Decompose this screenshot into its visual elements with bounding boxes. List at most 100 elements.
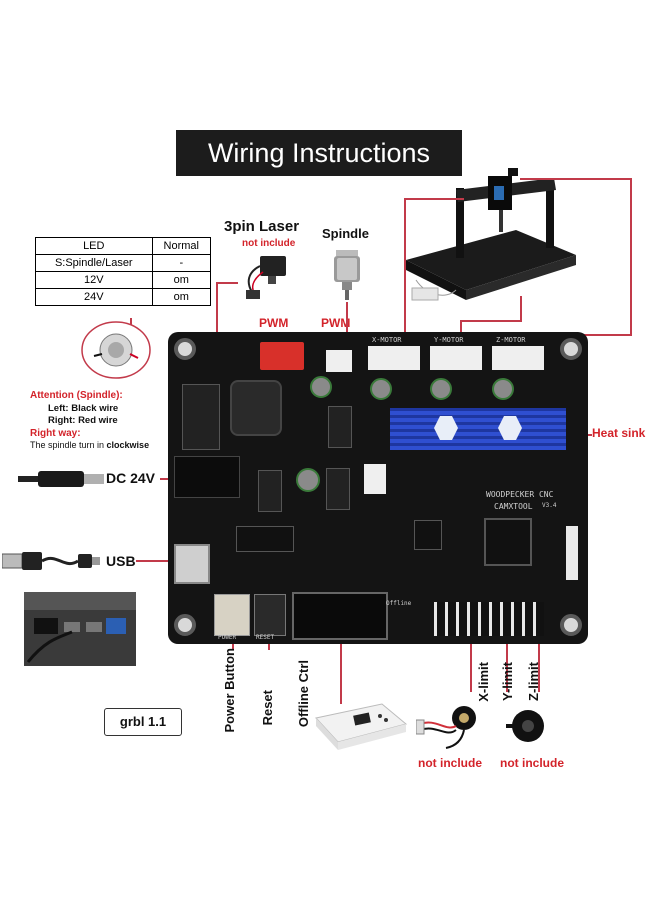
table-row: 12V om [35, 271, 212, 289]
capacitor [492, 378, 514, 400]
attention-right: Right: Red wire [48, 415, 118, 426]
laser-not-include: not include [242, 238, 296, 249]
offline-controller-icon [315, 703, 408, 750]
limit-switch-pins [434, 602, 544, 636]
spindle-label: Spindle [322, 226, 369, 241]
spindle-connector [326, 350, 352, 372]
laser-callout-line [216, 282, 218, 344]
limit-switch-not-include: not include [418, 756, 482, 770]
table-header-row: LED Normal [35, 237, 212, 255]
mount-hole [560, 614, 582, 636]
zlimit-callout-line [538, 640, 540, 692]
reset-label: Reset [260, 690, 275, 726]
mcu-chip [484, 518, 532, 566]
offline-ctrl-label: Offline Ctrl [296, 660, 311, 728]
table-header-cell: Normal [151, 237, 212, 255]
capacitor [370, 378, 392, 400]
limit-switch-icon [416, 706, 476, 749]
heat-sink-pad [434, 416, 458, 440]
offline-callout-line [340, 640, 342, 704]
mosfet-chip [258, 470, 282, 512]
usb-plug-icon [2, 552, 100, 570]
mount-hole [174, 614, 196, 636]
heat-sink-label: Heat sink [592, 426, 646, 440]
model-silk: CAMXTOOL [494, 502, 533, 511]
capacitor [430, 378, 452, 400]
dc-jack [174, 456, 240, 498]
table-header-cell: LED [35, 237, 153, 255]
endstop-sensor-icon [506, 710, 544, 742]
power-button-label: Power Button [222, 648, 237, 733]
ylimit-label: Y-limit [500, 662, 515, 702]
right-way-text: The spindle turn in clockwise [30, 440, 149, 450]
endstop-not-include: not include [500, 756, 564, 770]
zmotor-callout-line [520, 178, 632, 180]
xmotor-callout-line [404, 198, 464, 200]
attention-heading: Attention (Spindle): [30, 390, 123, 401]
laptop-ports-icon [24, 592, 136, 666]
laser-pwm-label: PWM [259, 316, 289, 330]
table-row: S:Spindle/Laser - [35, 254, 212, 272]
reset-button-part [254, 594, 286, 636]
laser-callout-line [216, 282, 238, 284]
zmotor-callout-line [630, 178, 632, 336]
zmotor-silk: Z-MOTOR [496, 336, 526, 344]
inductor [230, 380, 282, 436]
ymotor-connector [430, 346, 482, 370]
mount-hole [174, 338, 196, 360]
xmotor-connector [368, 346, 420, 370]
version-silk: V3.4 [542, 502, 557, 509]
mount-hole [560, 338, 582, 360]
table-cell: S:Spindle/Laser [35, 254, 153, 272]
controller-board: X-MOTOR Y-MOTOR Z-MOTOR WOODPECKER CNC C… [168, 332, 588, 644]
table-cell: 12V [35, 271, 153, 289]
usb-label: USB [106, 553, 136, 569]
dc-label: DC 24V [106, 470, 156, 486]
mosfet-chip [328, 406, 352, 448]
capacitor [296, 468, 320, 492]
dc-plug-icon [18, 471, 104, 487]
spindle-callout-line [346, 302, 348, 344]
laser-label: 3pin Laser [224, 218, 300, 235]
right-way-bold: clockwise [106, 440, 150, 450]
cnc-machine-icon [406, 168, 576, 301]
table-cell: om [151, 288, 212, 306]
ymotor-callout-line [520, 296, 522, 322]
table-cell: om [151, 271, 212, 289]
zlimit-label: Z-limit [526, 662, 541, 701]
spindle-pwm-label: PWM [321, 316, 351, 330]
heat-sink [390, 408, 566, 450]
attention-left: Left: Black wire [48, 403, 119, 414]
xlimit-callout-line [470, 640, 472, 692]
offline-header [292, 592, 388, 640]
usb-chip [236, 526, 294, 552]
white-connector [364, 464, 386, 494]
grbl-version-badge: grbl 1.1 [104, 708, 182, 736]
ylimit-callout-line [506, 640, 508, 692]
xmotor-callout-line [404, 198, 406, 344]
xmotor-silk: X-MOTOR [372, 336, 402, 344]
spindle-motor-icon [334, 250, 360, 300]
led-status-table: LED Normal S:Spindle/Laser - 12V om 24V … [35, 237, 212, 306]
ymotor-callout-line [460, 320, 520, 322]
usb-callout-line [136, 560, 178, 562]
capacitor [310, 376, 332, 398]
right-way-heading: Right way: [30, 428, 81, 439]
table-row: 24V om [35, 288, 212, 306]
heat-sink-pad [498, 416, 522, 440]
mosfet-chip [326, 468, 350, 510]
power-silk: POWER [218, 634, 237, 641]
laser-module-icon [246, 256, 286, 299]
right-way-text-part: The spindle turn in [30, 440, 107, 450]
regulator-chip [182, 384, 220, 450]
reset-silk: RESET [256, 634, 275, 641]
power-button-part [214, 594, 250, 636]
laser-connector [260, 342, 304, 370]
table-cell: 24V [35, 288, 153, 306]
spindle-closeup-icon [81, 321, 151, 379]
offline-silk: Offline [386, 600, 412, 607]
xlimit-label: X-limit [476, 662, 491, 702]
side-header [566, 526, 578, 580]
title-banner: Wiring Instructions [176, 130, 462, 176]
driver-chip [414, 520, 442, 550]
